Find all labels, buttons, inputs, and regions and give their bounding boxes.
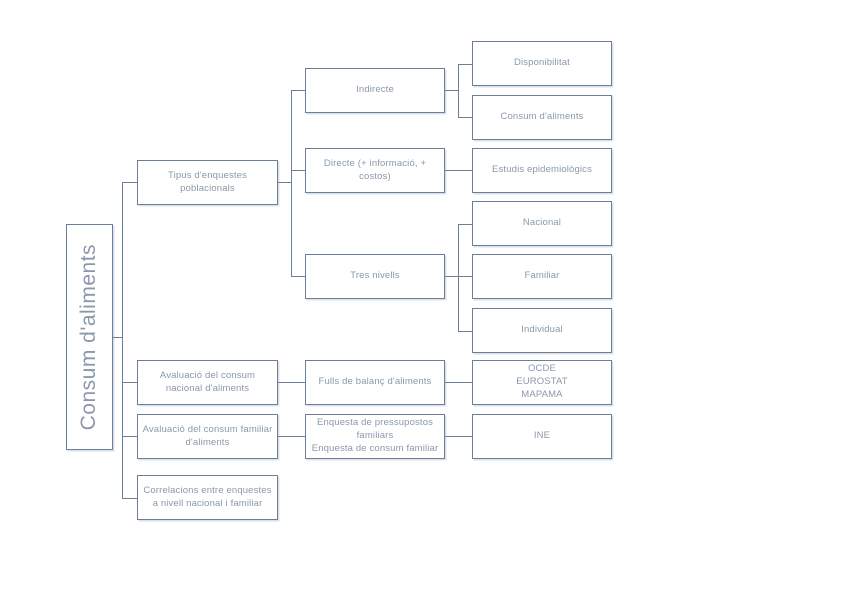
connector-to-aval-nacional — [122, 382, 137, 383]
connector-tipus-stub — [278, 182, 291, 183]
connector-tipus-trunk — [291, 90, 292, 276]
node-label: OCDE EUROSTAT MAPAMA — [516, 363, 568, 400]
connector-indirecte-stub — [445, 90, 458, 91]
node-label: INE — [533, 430, 551, 442]
node-directe[interactable]: Directe (+ informació, + costos) — [305, 148, 445, 193]
node-indirecte[interactable]: Indirecte — [305, 68, 445, 113]
node-label: Indirecte — [356, 84, 394, 96]
node-label: Nacional — [522, 217, 562, 229]
node-consum-daliments-leaf[interactable]: Consum d'aliments — [472, 95, 612, 140]
node-root-consum-daliments[interactable]: Consum d'aliments — [66, 224, 113, 450]
node-estudis-epidemiologics[interactable]: Estudis epidemiològics — [472, 148, 612, 193]
node-disponibilitat[interactable]: Disponibilitat — [472, 41, 612, 86]
node-root-label: Consum d'aliments — [77, 243, 101, 431]
connector-tres-nivells-stub — [445, 276, 458, 277]
node-avaluacio-consum-familiar[interactable]: Avaluació del consum familiar d'aliments — [137, 414, 278, 459]
connector-directe-to-estudis — [445, 170, 472, 171]
node-fulls-de-balanc-daliments[interactable]: Fulls de balanç d'aliments — [305, 360, 445, 405]
node-tres-nivells[interactable]: Tres nivells — [305, 254, 445, 299]
node-ine[interactable]: INE — [472, 414, 612, 459]
connector-to-directe — [291, 170, 305, 171]
node-label: Avaluació del consum nacional d'aliments — [159, 369, 256, 394]
node-label: Correlacions entre enquestes a nivell na… — [143, 484, 272, 509]
node-correlacions-entre-enquestes[interactable]: Correlacions entre enquestes a nivell na… — [137, 475, 278, 520]
connector-to-indirecte — [291, 90, 305, 91]
node-label: Disponibilitat — [514, 57, 570, 69]
connector-to-consum-aliments — [458, 117, 472, 118]
connector-to-disponibilitat — [458, 64, 472, 65]
node-enquestes-pressupostos-consum[interactable]: Enquesta de pressupostos familiars Enque… — [305, 414, 445, 459]
node-label: Fulls de balanç d'aliments — [318, 376, 432, 388]
node-label: Tipus d'enquestes poblacionals — [167, 169, 247, 194]
connector-to-nacional — [458, 224, 472, 225]
node-nacional[interactable]: Nacional — [472, 201, 612, 246]
node-label: Directe (+ informació, + costos) — [323, 157, 427, 182]
node-familiar[interactable]: Familiar — [472, 254, 612, 299]
connector-to-correlacions — [122, 498, 137, 499]
node-label: Estudis epidemiològics — [492, 164, 592, 176]
node-label: Familiar — [524, 270, 560, 282]
node-avaluacio-consum-nacional[interactable]: Avaluació del consum nacional d'aliments — [137, 360, 278, 405]
node-label: Consum d'aliments — [500, 111, 584, 123]
node-ocde-eurostat-mapama[interactable]: OCDE EUROSTAT MAPAMA — [472, 360, 612, 405]
node-label: Tres nivells — [350, 270, 400, 282]
node-label: Individual — [521, 324, 563, 336]
connector-enquestes-to-ine — [445, 436, 472, 437]
connector-avalnacional-to-fulls — [278, 382, 305, 383]
connector-tres-nivells-trunk — [458, 224, 459, 331]
connector-fulls-to-ocde — [445, 382, 472, 383]
connector-to-tipus — [122, 182, 137, 183]
node-label: Enquesta de pressupostos familiars Enque… — [311, 417, 439, 454]
connector-level1-trunk — [122, 182, 123, 498]
node-individual[interactable]: Individual — [472, 308, 612, 353]
node-label: Avaluació del consum familiar d'aliments — [142, 423, 273, 448]
node-tipus-enquestes-poblacionals[interactable]: Tipus d'enquestes poblacionals — [137, 160, 278, 205]
connector-to-aval-familiar — [122, 436, 137, 437]
connector-root-stub — [113, 337, 123, 338]
connector-avalfamiliar-to-enquestes — [278, 436, 305, 437]
connector-indirecte-trunk — [458, 64, 459, 118]
connector-to-tres-nivells — [291, 276, 305, 277]
connector-to-individual — [458, 331, 472, 332]
connector-to-familiar — [458, 276, 472, 277]
